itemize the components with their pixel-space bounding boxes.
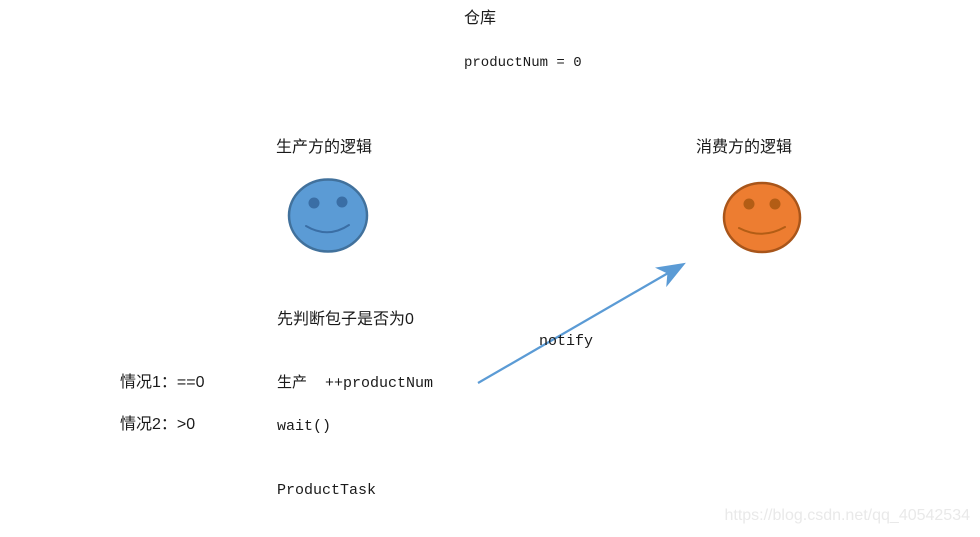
warehouse-state-text: productNum = 0 [464, 55, 582, 71]
case1-action: 生产 ++productNum [277, 375, 434, 392]
producer-face-right-eye [336, 196, 348, 208]
consumer-face-icon [722, 181, 802, 254]
case1-label: 情况1：==0 [120, 374, 205, 391]
case2-label: 情况2：>0 [120, 416, 196, 433]
consumer-face-right-eye [769, 198, 781, 210]
consumer-face-left-eye [743, 198, 755, 210]
producer-face-smile [305, 224, 350, 234]
task-name: ProductTask [277, 482, 377, 499]
producer-label: 生产方的逻辑 [276, 139, 373, 156]
check-note: 先判断包子是否为0 [277, 311, 414, 328]
warehouse-title: 仓库 [464, 10, 497, 27]
case2-action: wait() [277, 418, 332, 435]
producer-face-left-eye [308, 197, 320, 209]
producer-face-outline [287, 178, 369, 253]
consumer-face-smile [738, 226, 786, 235]
notify-arrow-line [477, 262, 686, 384]
consumer-label: 消费方的逻辑 [696, 139, 793, 156]
csdn-watermark: https://blog.csdn.net/qq_40542534 [724, 507, 970, 524]
producer-face-icon [287, 178, 369, 253]
consumer-face-outline [722, 181, 802, 254]
notify-arrow-label: notify [539, 333, 594, 350]
